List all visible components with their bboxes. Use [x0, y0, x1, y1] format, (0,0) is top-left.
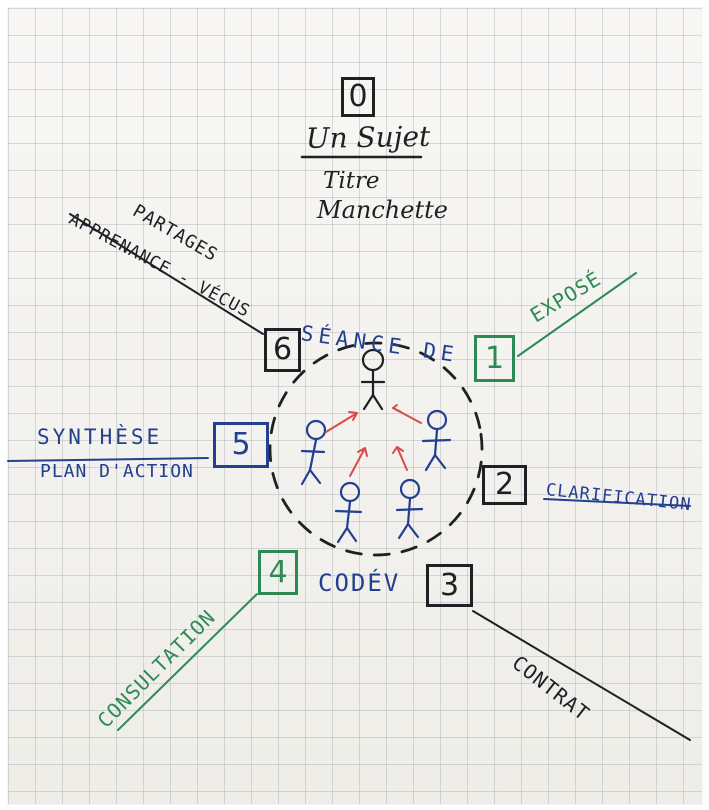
spoke-synthese — [7, 457, 209, 462]
codev-label: CODÉV — [318, 569, 401, 597]
participant-figure-right — [421, 409, 452, 472]
center-number-box: 0 — [341, 77, 375, 117]
codev-circle — [268, 341, 484, 557]
center-title: Titre — [323, 168, 380, 194]
central-stick-figure — [360, 348, 386, 411]
center-subtitle: Manchette — [317, 196, 448, 224]
stage-5-label-line2: PLAN D'ACTION — [40, 461, 194, 482]
stage-4-number: 4 — [268, 554, 288, 590]
graph-paper-sheet — [8, 8, 702, 804]
stage-4-box: 4 — [258, 550, 298, 595]
spoke-contrat — [472, 610, 691, 741]
spoke-exposé — [517, 272, 637, 357]
center-subject: Un Sujet — [305, 119, 431, 155]
stage-1-box: 1 — [474, 335, 515, 382]
stage-5-number: 5 — [231, 427, 251, 462]
participant-figure-left — [300, 419, 327, 486]
stage-6-box: 6 — [264, 328, 301, 372]
red-arrows — [325, 404, 422, 477]
stage-3-number: 3 — [439, 567, 460, 603]
spoke-clarification — [543, 498, 691, 507]
stage-6-number: 6 — [272, 332, 293, 367]
participant-figure-bottom-left — [334, 481, 363, 544]
participant-figure-bottom-right — [395, 478, 424, 540]
spoke-consultation — [117, 593, 258, 731]
center-number: 0 — [348, 79, 368, 114]
stage-2-number: 2 — [494, 467, 515, 502]
stage-2-box: 2 — [482, 465, 527, 505]
stage-3-box: 3 — [426, 564, 473, 607]
stage-5-label-line1: SYNTHÈSE — [37, 425, 163, 449]
spoke-partages — [69, 213, 264, 335]
stage-1-number: 1 — [484, 340, 505, 376]
stage-5-box: 5 — [213, 422, 269, 468]
